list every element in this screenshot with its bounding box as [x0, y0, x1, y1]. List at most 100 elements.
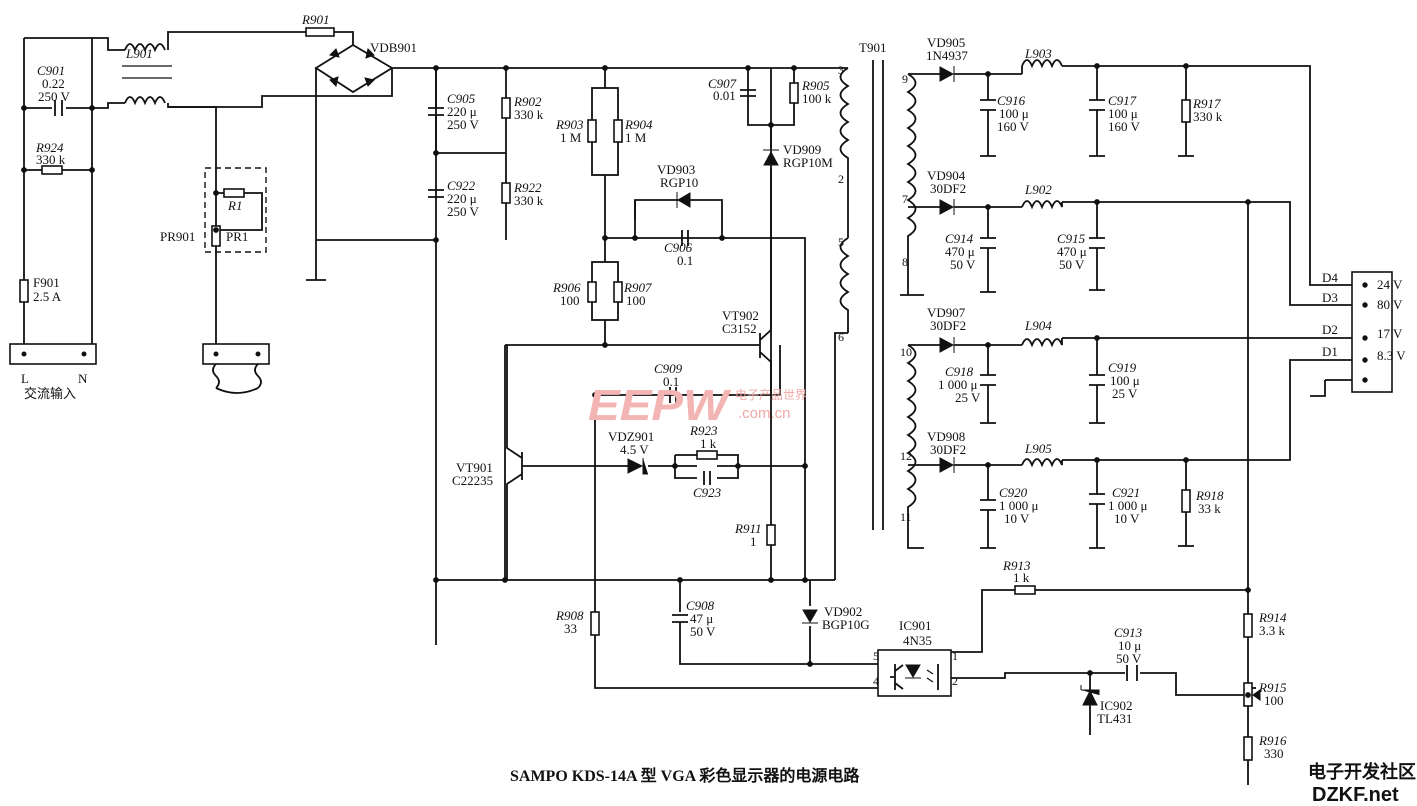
r924-resistor — [41, 165, 63, 175]
c907-value: 0.01 — [713, 88, 736, 103]
c918-voltage: 25 V — [955, 390, 981, 405]
f901-value: 2.5 A — [33, 289, 62, 304]
c921-ref: C921 — [1112, 485, 1140, 500]
t901-pin-3: 3 — [838, 63, 844, 77]
r918-value: 33 k — [1198, 501, 1221, 516]
ac-input-label: 交流输入 — [24, 386, 76, 401]
r916-resistor — [1243, 736, 1253, 761]
c913-value: 10 μ — [1118, 638, 1141, 653]
c906-capacitor — [681, 230, 689, 246]
plug-pin-right — [255, 351, 261, 357]
c917-value: 100 μ — [1108, 106, 1138, 121]
c918-ref: C918 — [945, 364, 974, 379]
r913-value: 1 k — [1013, 570, 1030, 585]
vdb901-bridge-rectifier — [306, 43, 848, 281]
c905-capacitor — [428, 68, 444, 153]
vt902-value: C3152 — [722, 321, 757, 336]
output-d3-label: D3 — [1322, 290, 1338, 305]
c917-capacitor — [1089, 99, 1105, 111]
vt901-value: C22235 — [452, 473, 493, 488]
vdz901-zener-diode — [627, 458, 648, 475]
c917-voltage: 160 V — [1108, 119, 1141, 134]
r901-ref: R901 — [301, 12, 329, 27]
r915-ref: R915 — [1258, 680, 1287, 695]
r924-ref: R924 — [35, 140, 64, 155]
r905-resistor — [789, 82, 799, 104]
c907-capacitor — [740, 89, 756, 97]
r903-resistor — [587, 119, 597, 143]
vd907-ref: VD907 — [927, 305, 966, 320]
r918-resistor — [1181, 489, 1191, 513]
c908-ref: C908 — [686, 598, 715, 613]
vd904-value: 30DF2 — [930, 181, 966, 196]
terminal-l — [21, 351, 27, 357]
c922-capacitor — [428, 189, 444, 198]
c923-capacitor — [703, 471, 711, 485]
ac-input-connector — [9, 343, 97, 365]
r914-value: 3.3 k — [1259, 623, 1286, 638]
r1-resistor — [223, 188, 245, 198]
c916-value: 100 μ — [999, 106, 1029, 121]
output-d3-voltage: 80 V — [1377, 297, 1403, 312]
pr1-ref: PR1 — [226, 229, 248, 244]
c901-voltage: 250 V — [38, 89, 71, 104]
output-d4-voltage: 24 V — [1377, 277, 1403, 292]
eepw-watermark-cn: 电子产品世界 — [735, 388, 807, 402]
vd908-value: 30DF2 — [930, 442, 966, 457]
c914-ref: C914 — [945, 231, 974, 246]
r903-ref: R903 — [555, 117, 584, 132]
r906-ref: R906 — [552, 280, 581, 295]
r908-ref: R908 — [555, 608, 584, 623]
output-d1-label: D1 — [1322, 344, 1338, 359]
vd909-value: RGP10M — [783, 155, 833, 170]
c919-value: 100 μ — [1110, 373, 1140, 388]
plug-cable — [212, 363, 262, 394]
c914-voltage: 50 V — [950, 257, 976, 272]
r915-value: 100 — [1264, 693, 1284, 708]
l904-ref: L904 — [1024, 318, 1052, 333]
c913-ref: C913 — [1114, 625, 1143, 640]
l903-inductor — [1021, 59, 1063, 69]
c909-capacitor — [669, 387, 677, 403]
r913-resistor — [1014, 585, 1036, 595]
output-d2-voltage: 17 V — [1377, 326, 1403, 341]
c920-voltage: 10 V — [1004, 511, 1030, 526]
diagram-caption: SAMPO KDS-14A 型 VGA 彩色显示器的电源电路 — [510, 766, 860, 785]
r905-value: 100 k — [802, 91, 832, 106]
l902-ref: L902 — [1024, 182, 1052, 197]
c919-capacitor — [1089, 374, 1105, 386]
output-connector-pins — [1362, 282, 1368, 383]
r922-value: 330 k — [514, 193, 544, 208]
c921-value: 1 000 μ — [1108, 498, 1148, 513]
ic901-pin-2: 2 — [952, 674, 958, 688]
c916-ref: C916 — [997, 93, 1026, 108]
vd902-ref: VD902 — [824, 604, 862, 619]
c922-voltage: 250 V — [447, 204, 480, 219]
vd908-diode — [939, 457, 955, 473]
r902-resistor — [501, 97, 511, 119]
terminal-n — [81, 351, 87, 357]
vd907-value: 30DF2 — [930, 318, 966, 333]
r914-resistor — [1243, 613, 1253, 638]
vdz901-value: 4.5 V — [620, 442, 649, 457]
terminal-l-label: L — [21, 371, 29, 386]
r914-ref: R914 — [1258, 610, 1287, 625]
c916-capacitor — [980, 99, 996, 111]
r911-ref: R911 — [734, 521, 761, 536]
t901-pin-10: 10 — [900, 345, 912, 359]
l902-inductor — [1021, 200, 1063, 210]
l901-ref: L901 — [125, 46, 153, 61]
pr901-ref: PR901 — [160, 229, 195, 244]
vd903-ref: VD903 — [657, 162, 695, 177]
vd904-diode — [939, 199, 955, 215]
r901-resistor — [305, 27, 335, 37]
r908-resistor — [590, 611, 600, 636]
t901-pin-12: 12 — [900, 449, 912, 463]
c921-voltage: 10 V — [1114, 511, 1140, 526]
site-logo-line1: 电子开发社区 — [1308, 761, 1416, 782]
ic901-pin-5: 5 — [873, 649, 879, 663]
ic902-value: TL431 — [1097, 711, 1132, 726]
r913-ref: R913 — [1002, 558, 1031, 573]
input-wiring — [23, 31, 393, 345]
vd902-value: BGP10G — [822, 617, 870, 632]
